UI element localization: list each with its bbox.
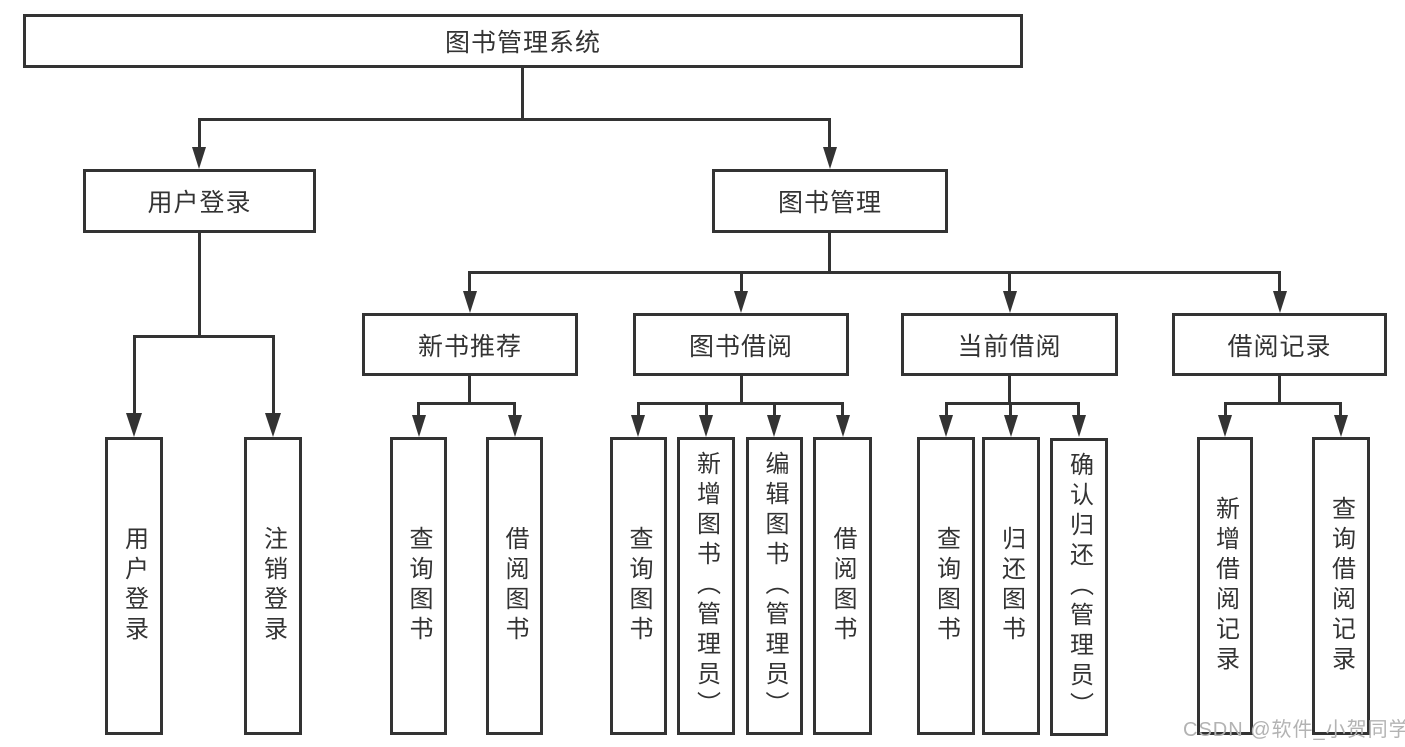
arrow-down-icon (1218, 415, 1232, 437)
connector-line (133, 335, 275, 338)
leaf-add-borrow-record-label: 新增借阅记录 (1211, 496, 1239, 676)
arrow-down-icon (734, 291, 748, 313)
connector-line (1224, 402, 1227, 417)
leaf-logout: 注销登录 (244, 437, 302, 735)
leaf-add-book-admin-label: 新增图书（管理员） (692, 451, 720, 721)
node-root-label: 图书管理系统 (444, 29, 601, 57)
leaf-user-login-label: 用户登录 (120, 526, 148, 646)
arrow-down-icon (508, 415, 522, 437)
connector-line (1339, 402, 1342, 417)
connector-line (945, 402, 1080, 405)
connector-line (198, 118, 201, 150)
connector-line (1077, 402, 1080, 417)
connector-line (841, 402, 844, 417)
leaf-query-books-current: 查询图书 (917, 437, 975, 735)
leaf-query-books-current-label: 查询图书 (932, 526, 960, 646)
arrow-down-icon (767, 415, 781, 437)
connector-line (198, 118, 831, 121)
arrow-down-icon (463, 291, 477, 313)
node-book-borrow: 图书借阅 (633, 313, 849, 376)
connector-line (133, 335, 136, 417)
node-book-management: 图书管理 (712, 169, 948, 233)
leaf-add-book-admin: 新增图书（管理员） (677, 437, 735, 735)
leaf-confirm-return-admin-label: 确认归还（管理员） (1065, 452, 1093, 722)
connector-line (468, 271, 1281, 274)
leaf-query-books-recommend: 查询图书 (390, 437, 447, 735)
arrow-down-icon (265, 413, 281, 437)
arrow-down-icon (1072, 415, 1086, 437)
node-new-book-recommend-label: 新书推荐 (417, 332, 522, 361)
leaf-query-books-borrow: 查询图书 (610, 437, 667, 735)
node-borrow-records-label: 借阅记录 (1227, 332, 1332, 361)
connector-line (468, 271, 471, 293)
arrow-down-icon (699, 415, 713, 437)
arrow-down-icon (823, 147, 837, 169)
leaf-return-book: 归还图书 (982, 437, 1040, 735)
connector-line (198, 233, 201, 337)
connector-line (828, 118, 831, 150)
arrow-down-icon (192, 147, 206, 169)
leaf-borrow-books-recommend-label: 借阅图书 (501, 526, 528, 646)
connector-line (417, 402, 420, 417)
leaf-borrow-books-label: 借阅图书 (829, 526, 856, 646)
leaf-borrow-books: 借阅图书 (813, 437, 872, 735)
arrow-down-icon (126, 413, 142, 437)
node-current-borrow-label: 当前借阅 (957, 332, 1062, 361)
connector-line (468, 376, 471, 404)
arrow-down-icon (939, 415, 953, 437)
arrow-down-icon (412, 415, 426, 437)
leaf-edit-book-admin: 编辑图书（管理员） (746, 437, 803, 735)
connector-line (773, 402, 776, 417)
connector-line (513, 402, 516, 417)
leaf-query-borrow-record-label: 查询借阅记录 (1327, 496, 1355, 676)
connector-line (637, 402, 640, 417)
node-user-login: 用户登录 (83, 169, 316, 233)
node-user-login-label: 用户登录 (147, 189, 252, 217)
connector-line (1009, 402, 1012, 417)
arrow-down-icon (1003, 291, 1017, 313)
connector-line (521, 68, 524, 120)
leaf-query-books-recommend-label: 查询图书 (405, 526, 432, 646)
arrow-down-icon (1273, 291, 1287, 313)
node-book-management-label: 图书管理 (777, 189, 882, 217)
connector-line (1008, 376, 1011, 404)
leaf-borrow-books-recommend: 借阅图书 (486, 437, 543, 735)
connector-line (828, 233, 831, 273)
leaf-logout-label: 注销登录 (259, 526, 287, 646)
connector-line (1224, 402, 1342, 405)
leaf-query-books-borrow-label: 查询图书 (625, 526, 652, 646)
leaf-return-book-label: 归还图书 (997, 526, 1025, 646)
connector-line (272, 335, 275, 417)
node-new-book-recommend: 新书推荐 (362, 313, 578, 376)
leaf-add-borrow-record: 新增借阅记录 (1197, 437, 1253, 735)
watermark-csdn: CSDN @软件_小贺同学 (1183, 719, 1405, 741)
connector-line (1278, 376, 1281, 404)
node-current-borrow: 当前借阅 (901, 313, 1118, 376)
leaf-user-login: 用户登录 (105, 437, 163, 735)
leaf-query-borrow-record: 查询借阅记录 (1312, 437, 1370, 735)
connector-line (1008, 271, 1011, 293)
node-borrow-records: 借阅记录 (1172, 313, 1387, 376)
connector-line (1278, 271, 1281, 293)
arrow-down-icon (836, 415, 850, 437)
leaf-confirm-return-admin: 确认归还（管理员） (1050, 438, 1108, 736)
connector-line (740, 376, 743, 404)
connector-line (417, 402, 516, 405)
connector-line (705, 402, 708, 417)
connector-line (637, 402, 844, 405)
node-book-borrow-label: 图书借阅 (688, 332, 793, 361)
node-root: 图书管理系统 (23, 14, 1023, 68)
connector-line (945, 402, 948, 417)
arrow-down-icon (1004, 415, 1018, 437)
leaf-edit-book-admin-label: 编辑图书（管理员） (761, 451, 788, 721)
arrow-down-icon (1334, 415, 1348, 437)
connector-line (740, 271, 743, 293)
arrow-down-icon (631, 415, 645, 437)
